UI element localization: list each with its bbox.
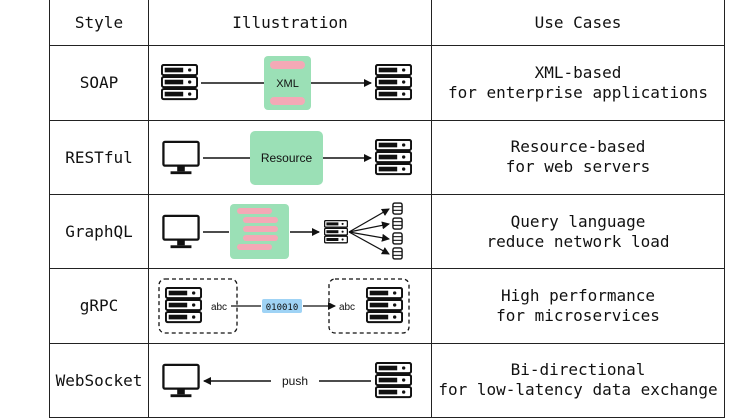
query-bar [243,226,278,233]
use-line: XML-based [534,62,622,82]
use-line: Resource-based [510,137,646,157]
server-abc-label: abc [339,302,355,313]
server-icon [161,64,198,101]
style-restful: RESTful [49,119,149,195]
server-icon [375,64,412,101]
fanout-arrow [348,231,390,242]
use-line: Query language [510,211,646,231]
use-line: reduce network load [486,231,670,251]
database-icon [392,202,403,215]
use-case-websocket: Bi-directional for low-latency data exch… [431,342,725,418]
xml-label: XML [276,78,299,90]
query-bar [243,217,278,224]
websocket-diagram: push [162,361,412,399]
use-line: for web servers [505,157,651,177]
push-label: push [282,374,308,388]
style-graphql: GraphQL [49,193,149,270]
illustration-grpc: abc 010010 abc [148,268,432,344]
header-row: Style Illustration Use Cases [49,0,725,47]
use-case-grpc: High performance for microservices [431,268,725,344]
restful-diagram: Resource [162,130,412,185]
grpc-diagram: abc 010010 abc [158,278,410,335]
illustration-graphql [148,193,432,270]
row-grpc: gRPC abc 010010 abc High performance for… [49,268,725,344]
row-websocket: WebSocket push Bi-directional for low-la… [49,342,725,418]
query-bar [237,244,272,251]
header-use-cases: Use Cases [431,0,725,47]
xml-box [264,56,311,111]
graphql-diagram [162,202,403,260]
use-case-soap: XML-based for enterprise applications [431,45,725,121]
monitor-icon [162,214,200,250]
use-line: for microservices [496,305,660,325]
use-line: for low-latency data exchange [438,380,718,400]
style-websocket: WebSocket [49,342,149,418]
monitor-icon [162,363,200,399]
illustration-restful: Resource [148,119,432,195]
database-icon [392,247,403,260]
server-icon [324,220,348,244]
use-line: High performance [500,285,656,305]
database-icon [392,232,403,245]
header-illustration: Illustration [148,0,432,47]
use-case-restful: Resource-based for web servers [431,119,725,195]
row-soap: SOAP XML XML-based for enterprise applic… [49,45,725,121]
fanout-arrow [348,208,390,233]
xml-tag-bar [270,97,305,106]
fanout-arrow [348,231,390,255]
style-soap: SOAP [49,45,149,121]
row-restful: RESTful Resource Resource-based for web … [49,119,725,195]
query-bar [237,208,272,215]
server-icon [375,138,412,175]
server-icon [375,361,412,398]
binary-chip [262,299,302,314]
illustration-websocket: push [148,342,432,418]
query-bar [243,235,278,242]
binary-label: 010010 [266,303,299,313]
server-icon [165,287,202,324]
monitor-icon [162,140,200,176]
fanout-arrow [348,221,390,233]
api-styles-table: Style Illustration Use Cases SOAP XML XM… [49,0,725,418]
illustration-soap: XML [148,45,432,121]
row-graphql: GraphQL [49,193,725,270]
xml-tag-bar [270,61,305,70]
use-line: for enterprise applications [447,82,709,102]
use-case-graphql: Query language reduce network load [431,193,725,270]
soap-diagram: XML [161,56,412,111]
header-style: Style [49,0,149,47]
database-icon [392,217,403,230]
resource-label: Resource [261,151,313,165]
server-icon [366,287,403,324]
resource-box [250,130,323,185]
client-abc-label: abc [211,302,227,313]
use-line: Bi-directional [510,360,646,380]
style-grpc: gRPC [49,268,149,344]
